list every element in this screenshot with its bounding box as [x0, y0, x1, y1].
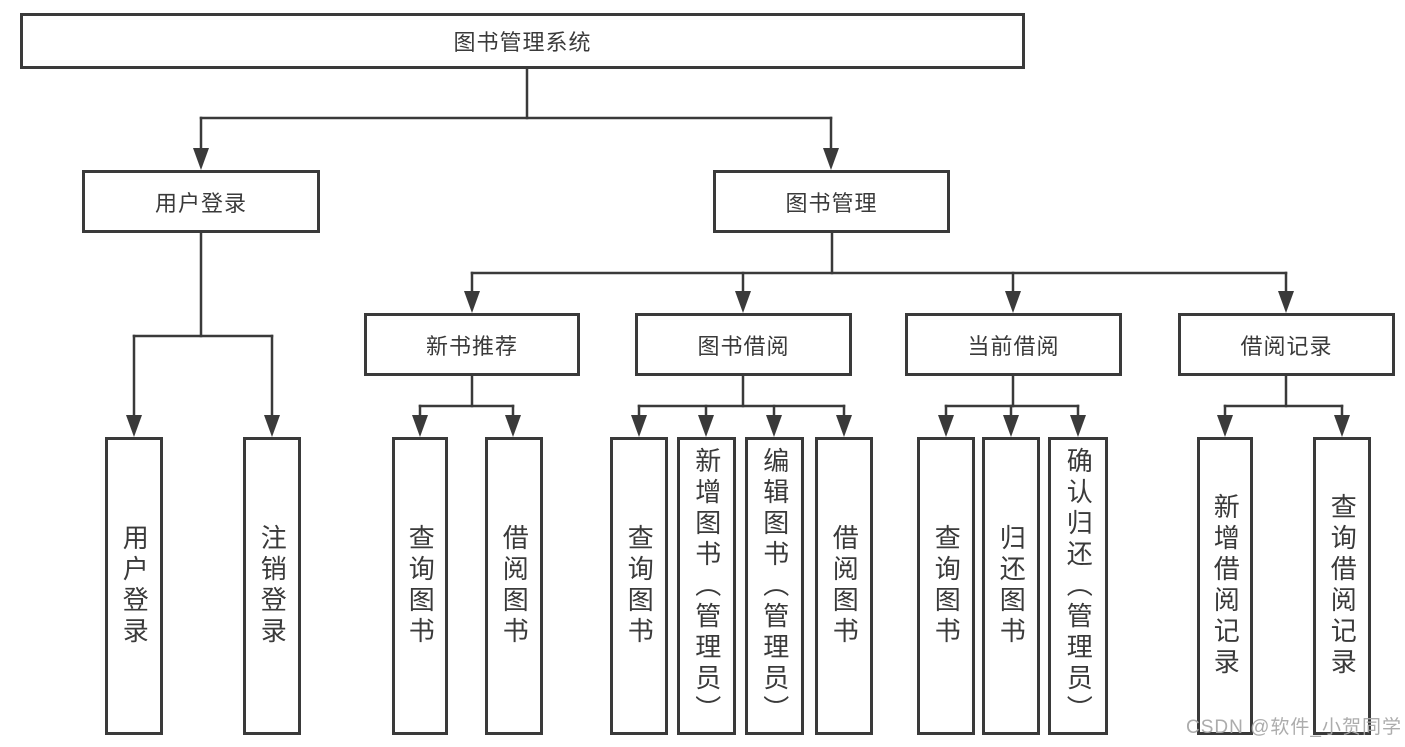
node-label: 确认归还（管理员）	[1063, 446, 1094, 726]
leaf-edit-book-admin: 编辑图书（管理员）	[745, 437, 804, 735]
leaf-add-book-admin: 新增图书（管理员）	[677, 437, 736, 735]
node-label: 图书管理	[785, 190, 878, 216]
leaf-add-borrow-record: 新增借阅记录	[1197, 437, 1253, 735]
node-label: 查询图书	[624, 524, 655, 648]
node-label: 注销登录	[257, 524, 288, 648]
node-label: 归还图书	[996, 524, 1027, 648]
leaf-query-books-borrow: 查询图书	[610, 437, 668, 735]
node-label: 编辑图书（管理员）	[759, 446, 790, 726]
node-label: 借阅图书	[829, 524, 860, 648]
leaf-borrow-books: 借阅图书	[815, 437, 873, 735]
leaf-query-books-current: 查询图书	[917, 437, 975, 735]
node-label: 当前借阅	[967, 333, 1060, 359]
node-user-login: 用户登录	[82, 170, 320, 233]
leaf-return-book: 归还图书	[982, 437, 1040, 735]
node-label: 查询图书	[931, 524, 962, 648]
node-book-borrow: 图书借阅	[635, 313, 852, 376]
node-label: 图书借阅	[697, 333, 790, 359]
node-label: 新增借阅记录	[1210, 493, 1241, 679]
node-label: 查询借阅记录	[1327, 493, 1358, 679]
leaf-query-borrow-record: 查询借阅记录	[1313, 437, 1371, 735]
leaf-borrow-books-recommend: 借阅图书	[485, 437, 543, 735]
node-current-borrow: 当前借阅	[905, 313, 1122, 376]
node-label: 借阅记录	[1240, 333, 1333, 359]
node-label: 借阅图书	[499, 524, 530, 648]
node-label: 查询图书	[405, 524, 436, 648]
node-label: 用户登录	[119, 524, 150, 648]
node-book-management: 图书管理	[713, 170, 950, 233]
node-new-book-recommend: 新书推荐	[364, 313, 580, 376]
node-borrow-records: 借阅记录	[1178, 313, 1395, 376]
node-root: 图书管理系统	[20, 13, 1025, 69]
leaf-logout: 注销登录	[243, 437, 301, 735]
node-label: 图书管理系统	[453, 30, 592, 55]
leaf-query-books-recommend: 查询图书	[392, 437, 448, 735]
leaf-confirm-return-admin: 确认归还（管理员）	[1048, 437, 1108, 735]
watermark: CSDN @软件_小贺同学	[1186, 717, 1402, 738]
node-label: 新增图书（管理员）	[691, 446, 722, 726]
leaf-user-login: 用户登录	[105, 437, 163, 735]
node-label: 新书推荐	[425, 333, 518, 359]
node-label: 用户登录	[154, 190, 247, 216]
